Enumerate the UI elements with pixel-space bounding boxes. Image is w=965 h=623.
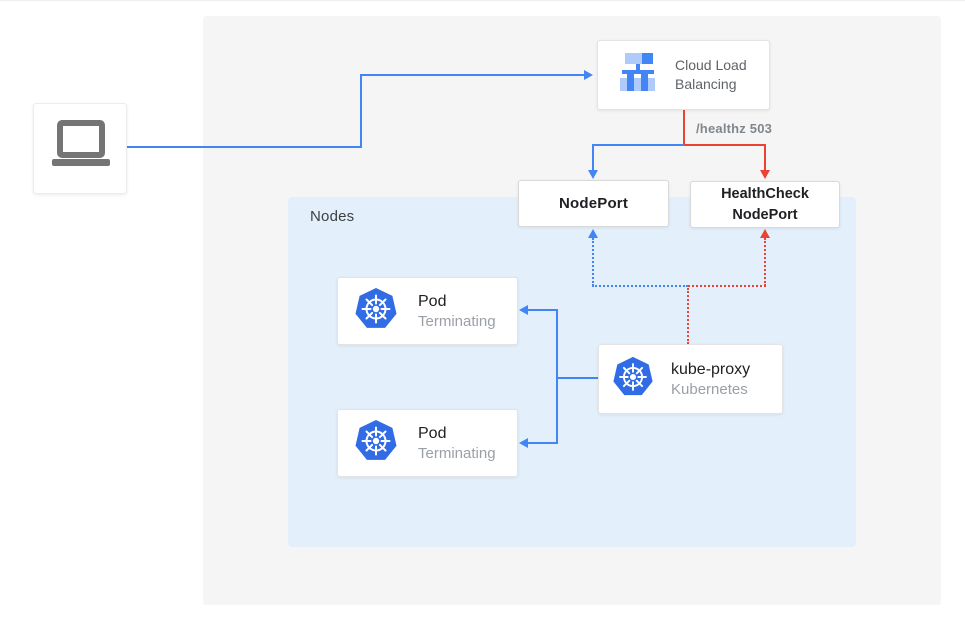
cloud-load-balancing-label: Cloud Load Balancing	[675, 57, 747, 92]
kubernetes-icon	[353, 286, 399, 337]
arrowhead-into-nodeport	[588, 170, 598, 179]
healthcheck-nodeport-node: HealthCheck NodePort	[690, 181, 840, 228]
edge-pods-vertical	[556, 309, 558, 444]
dotted-edge-blue-horizontal	[592, 285, 688, 287]
pod1-title: Pod	[418, 292, 447, 310]
edge-to-pod2	[528, 442, 558, 444]
nodes-group-label: Nodes	[310, 208, 355, 225]
edge-red-horizontal	[683, 144, 766, 146]
edge-client-horizontal	[127, 146, 362, 148]
arrowhead-into-load-balancer	[584, 70, 593, 80]
pod2-node: Pod Terminating	[337, 409, 518, 477]
nodeport-label: NodePort	[558, 195, 629, 212]
healthz-503-label: /healthz 503	[696, 121, 773, 136]
arrowhead-into-pod2	[519, 438, 528, 448]
load-balancer-icon	[613, 50, 663, 101]
edge-lb-down-red	[683, 110, 685, 146]
kubernetes-icon	[611, 355, 655, 404]
dotted-edge-kubeproxy-up	[687, 288, 689, 344]
dotted-edge-blue-vertical	[592, 238, 594, 286]
edge-blue-horizontal	[592, 144, 684, 146]
laptop-icon	[50, 120, 110, 177]
edge-kubeproxy-horizontal	[556, 377, 598, 379]
arrowhead-dotted-into-healthcheck	[760, 229, 770, 238]
edge-client-vertical	[360, 74, 362, 148]
kube-proxy-node: kube-proxy Kubernetes	[598, 344, 783, 414]
nodeport-node: NodePort	[518, 180, 669, 227]
edge-client-to-lb	[360, 74, 586, 76]
cloud-load-balancing-node: Cloud Load Balancing	[597, 40, 770, 110]
kubernetes-icon	[353, 418, 399, 469]
healthcheck-nodeport-label: HealthCheck NodePort	[721, 186, 809, 223]
arrowhead-dotted-into-nodeport	[588, 229, 598, 238]
edge-blue-to-nodeport	[592, 144, 594, 172]
client-node	[33, 103, 127, 194]
dotted-edge-red-vertical	[764, 238, 766, 286]
pod2-status: Terminating	[418, 444, 496, 462]
kube-proxy-title: kube-proxy	[671, 360, 751, 378]
pod1-node: Pod Terminating	[337, 277, 518, 345]
arrowhead-into-healthcheck-nodeport	[760, 170, 770, 179]
edge-to-pod1	[528, 309, 558, 311]
dotted-edge-red-horizontal	[688, 285, 766, 287]
kube-proxy-subtitle: Kubernetes	[671, 380, 748, 398]
arrowhead-into-pod1	[519, 305, 528, 315]
pod2-title: Pod	[418, 424, 447, 442]
edge-red-to-healthcheck	[764, 144, 766, 172]
top-divider	[0, 0, 965, 1]
pod1-status: Terminating	[418, 312, 496, 330]
